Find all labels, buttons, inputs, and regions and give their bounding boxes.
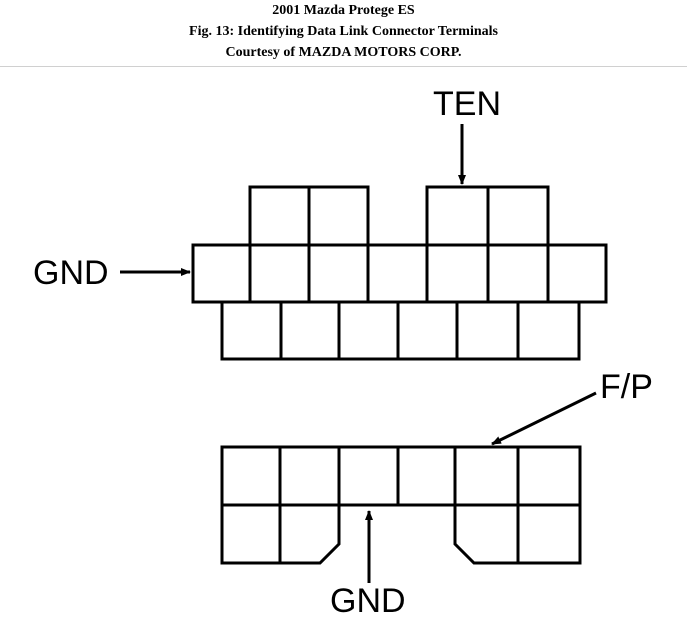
caption-vehicle: 2001 Mazda Protege ES [272, 3, 415, 18]
caption-figure-title: Fig. 13: Identifying Data Link Connector… [189, 24, 498, 39]
caption-courtesy: Courtesy of MAZDA MOTORS CORP. [225, 45, 462, 60]
upper-connector [191, 185, 608, 361]
fp-label: F/P [600, 368, 653, 406]
upper-bottom-row [220, 300, 581, 361]
ten-label: TEN [433, 85, 501, 123]
fp-arrow [491, 391, 597, 446]
lower-top-row [220, 445, 582, 507]
gnd-left-label: GND [33, 254, 109, 292]
gnd-bottom-label: GND [330, 582, 406, 620]
figure-caption: 2001 Mazda Protege ES Fig. 13: Identifyi… [0, 0, 687, 63]
lower-bottom-left-block [220, 505, 341, 565]
lower-bottom-right-block [453, 505, 582, 565]
lower-connector [220, 445, 582, 565]
upper-middle-row [191, 243, 608, 304]
caption-divider [0, 66, 687, 67]
